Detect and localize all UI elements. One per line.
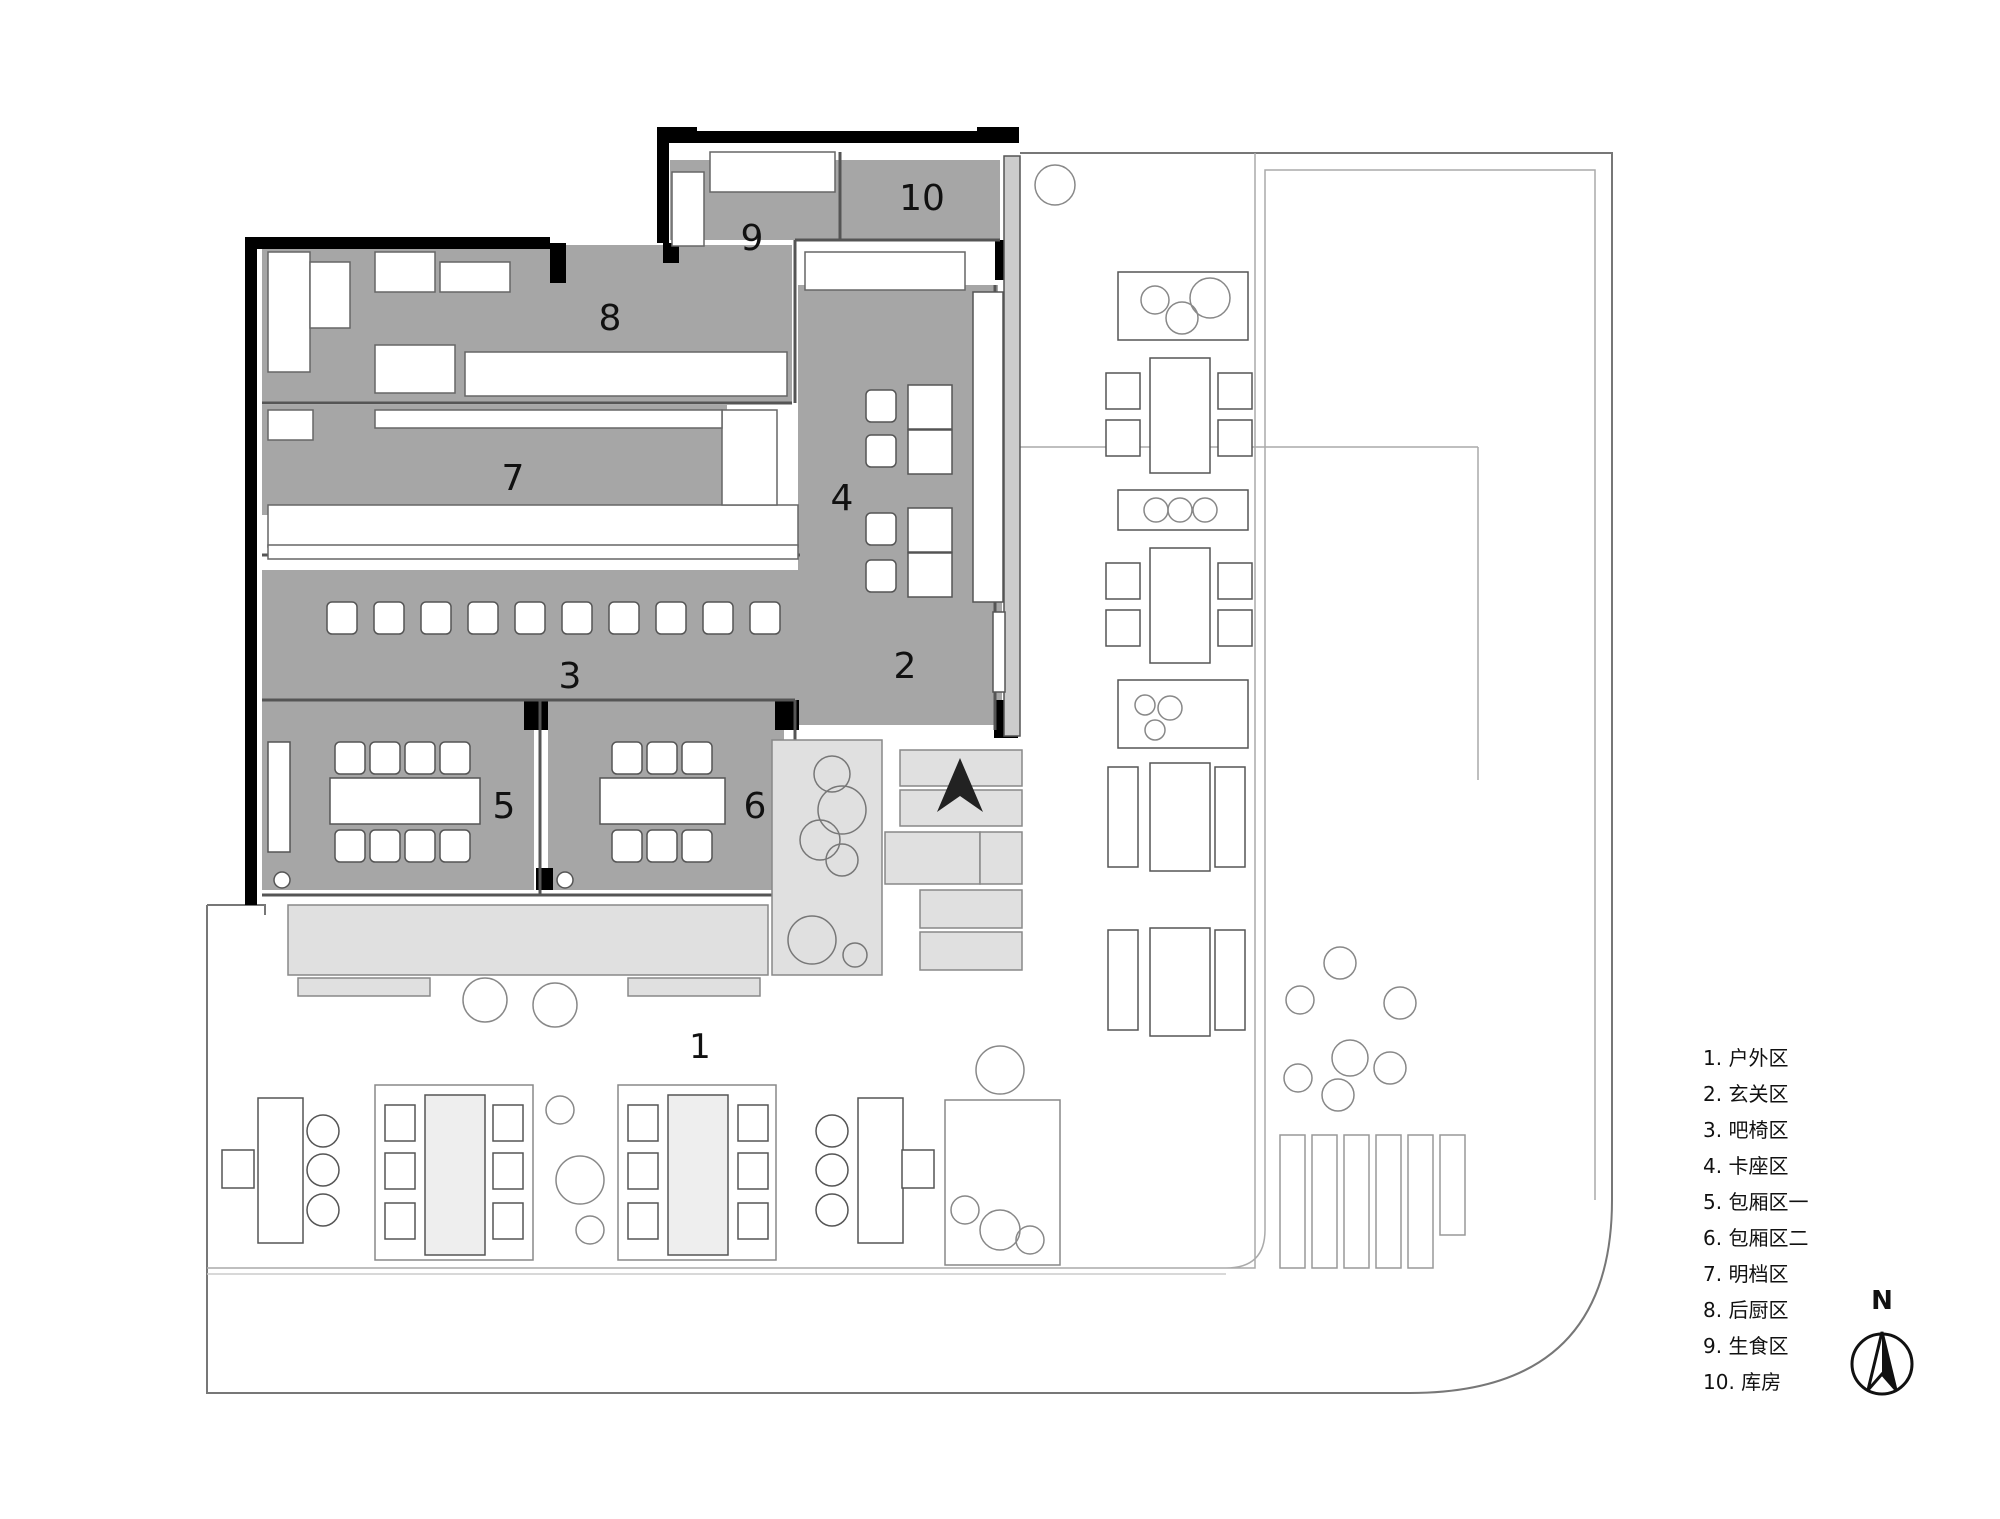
site-boundary (206, 152, 1613, 1394)
room-number-9: 9 (741, 218, 764, 259)
booth-seating (865, 291, 1006, 693)
legend-item-7: 7. 明档区 (1703, 1262, 1789, 1286)
parking-stripes (1279, 1134, 1466, 1269)
room-number-6: 6 (744, 786, 767, 827)
private-room-1-furniture (267, 741, 481, 889)
inner-boundary (1225, 153, 1596, 1269)
room-number-1: 1 (689, 1027, 711, 1067)
legend-item-10: 10. 库房 (1703, 1370, 1782, 1394)
north-label: N (1871, 1286, 1893, 1316)
east-wall (1003, 155, 1021, 737)
south-terrace-plants (462, 977, 1045, 1255)
legend-item-5: 5. 包厢区一 (1703, 1190, 1809, 1214)
entry-paving (287, 739, 1023, 997)
east-terrace-plants (1034, 164, 1417, 1112)
east-terrace-furniture (1105, 271, 1253, 1037)
room-number-10: 10 (899, 178, 945, 219)
room-number-5: 5 (493, 786, 516, 827)
interior-floor (262, 160, 1002, 890)
legend-item-6: 6. 包厢区二 (1703, 1226, 1809, 1250)
south-terrace-furniture (221, 1084, 1061, 1266)
legend-item-4: 4. 卡座区 (1703, 1154, 1789, 1178)
legend-item-3: 3. 吧椅区 (1703, 1118, 1789, 1142)
north-arrow-icon (1850, 1331, 1914, 1396)
room-number-7: 7 (502, 458, 525, 499)
open-kitchen-counter (267, 409, 799, 560)
entrance-arrow-icon (937, 758, 983, 812)
kitchen-equipment (267, 151, 966, 397)
room-numbers: 1 2 3 4 5 6 7 8 9 10 (493, 178, 945, 1067)
private-room-2-furniture (556, 741, 726, 889)
legend-item-9: 9. 生食区 (1703, 1334, 1789, 1358)
legend: 1. 户外区 2. 玄关区 3. 吧椅区 4. 卡座区 5. 包厢区一 6. 包… (1703, 1040, 1943, 1400)
room-number-4: 4 (831, 478, 854, 519)
bar-stools (326, 601, 781, 635)
legend-item-1: 1. 户外区 (1703, 1046, 1789, 1070)
room-number-8: 8 (599, 298, 622, 339)
legend-item-8: 8. 后厨区 (1703, 1298, 1789, 1322)
room-number-2: 2 (894, 646, 917, 687)
room-number-3: 3 (559, 656, 582, 697)
legend-item-2: 2. 玄关区 (1703, 1082, 1789, 1106)
entry-plants (787, 755, 868, 968)
